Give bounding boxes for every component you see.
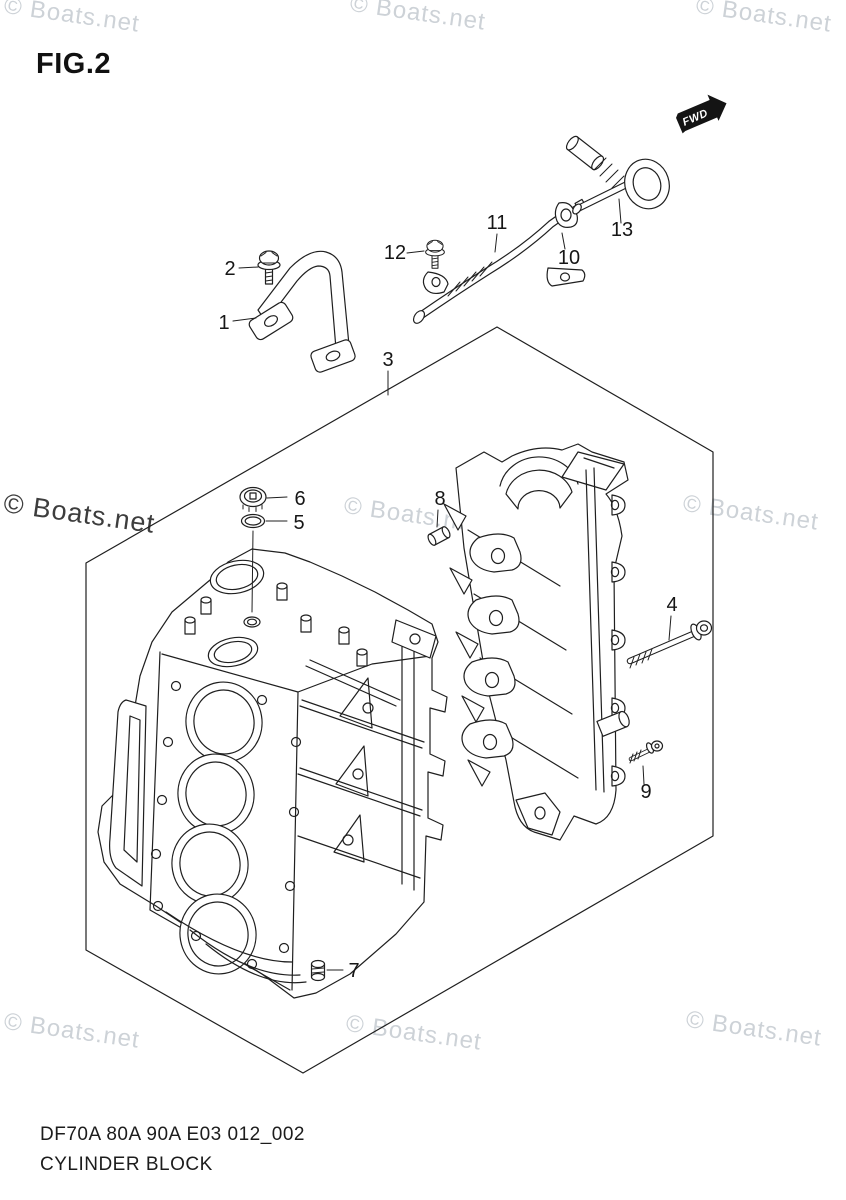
footer-model-code: DF70A 80A 90A E03 012_002 [40,1124,305,1145]
breather-tube-drawing [412,208,586,324]
part-label-7: 7 [348,960,359,982]
part-label-3: 3 [382,349,393,371]
part-label-10: 10 [558,247,580,269]
bolt-12-drawing [425,239,445,269]
bolt-4-drawing [626,620,713,669]
bearing-arms [461,533,522,759]
part-label-5: 5 [293,512,304,534]
bolt-2-drawing [257,250,281,285]
cylinder-block-drawing [97,548,448,999]
part-label-11: 11 [487,212,508,234]
part-label-8: 8 [434,488,445,510]
plug-install-leader [251,530,254,613]
footer-caption: CYLINDER BLOCK [40,1154,213,1175]
plug-7-drawing [310,959,326,982]
cylinder-bores [171,681,263,975]
block-ribs [297,629,425,891]
part-label-12: 12 [384,242,406,264]
gasket-face-bolt-holes [150,680,302,970]
figure-title: FIG.2 [36,48,112,80]
crankcase-flange-tabs [610,494,626,787]
crankcase-drawing [443,443,630,841]
dipstick-guide-drawing [565,135,670,215]
leader-lines [232,198,672,971]
plug-6-drawing [239,486,267,512]
crankcase-webs [443,503,491,787]
bolt-9-drawing [628,740,664,764]
gasket-5-drawing [240,513,266,529]
part-label-4: 4 [666,594,677,616]
deck-studs [184,582,368,667]
bracket-part-drawing [248,250,356,373]
bushing-8-drawing [427,526,451,546]
fwd-direction-flag: FWD [676,94,727,134]
part-label-6: 6 [294,488,305,510]
part-label-2: 2 [224,258,235,280]
part-label-9: 9 [640,781,651,803]
part-label-13: 13 [611,219,633,241]
figure-boundary-box [85,326,714,1074]
part-label-1: 1 [218,312,229,334]
